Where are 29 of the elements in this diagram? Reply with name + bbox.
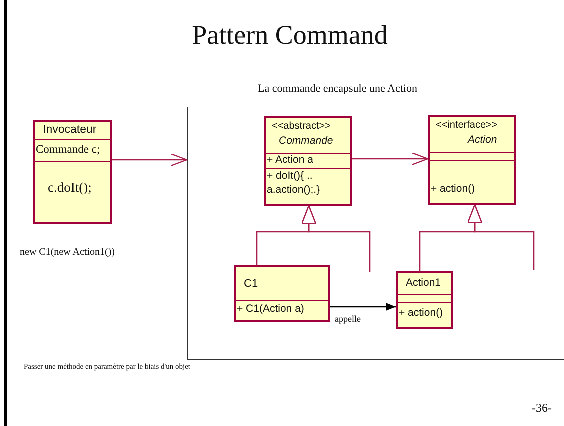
class-text: + action() [431,183,476,197]
inheritance-arrow [301,205,371,272]
arrow [352,152,429,166]
uml-class-box [234,265,330,322]
panel-heading: La commande encapsule une Action [258,83,418,95]
uml-class-box [33,120,112,224]
arrow [112,153,188,167]
page-number: -36- [532,401,552,416]
class-name: Action [468,134,498,148]
edge-label: appelle [335,314,361,324]
class-text: C1 [244,277,258,292]
inheritance-arrow [467,204,535,270]
class-text: + C1(Action a) [237,303,304,317]
slide-title: Pattern Command [191,20,389,51]
class-text: + action() [399,307,444,321]
class-name: Commande [279,135,334,149]
class-text: Invocateur [43,123,97,138]
uml-class-box [396,271,453,329]
class-text: + doIt(){ .. a.action();.} [267,170,322,198]
class-text: <<abstract>> [272,120,331,133]
member-text: Commande c; [36,143,100,158]
code-text: new C1(new Action1()) [20,247,115,258]
arrow [330,303,396,311]
class-text: <<interface>> [436,119,498,132]
uml-class-box [428,115,516,205]
member-text: c.doIt(); [48,179,92,197]
class-text: + Action a [267,154,314,168]
uml-class-box [264,116,352,206]
class-text: Action1 [406,277,442,291]
